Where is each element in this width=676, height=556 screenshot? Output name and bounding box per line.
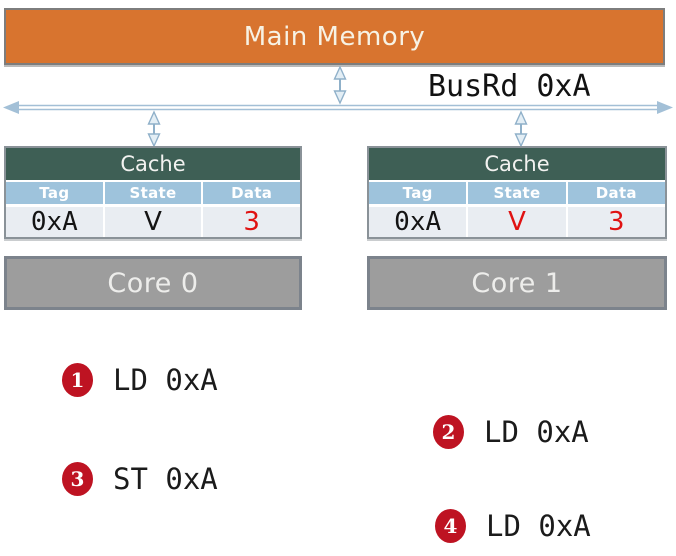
cache1-bus-connector-arrow (514, 110, 528, 148)
operation-4: 4 LD 0xA (435, 509, 591, 543)
cache1-state-value: V (466, 207, 565, 237)
operation-2: 2 LD 0xA (433, 415, 589, 449)
cache0-data-value: 3 (201, 207, 300, 237)
main-memory-label: Main Memory (243, 21, 426, 52)
bus-arrows-layer (3, 65, 673, 148)
operation-4-label: LD 0xA (486, 509, 591, 543)
cache0-title: Cache (6, 148, 300, 182)
cache0-bus-connector-arrow (147, 110, 161, 148)
operation-3-label: ST 0xA (113, 462, 218, 496)
cache1-entry-row: 0xA V 3 (369, 207, 665, 237)
operation-2-label: LD 0xA (484, 415, 589, 449)
cache0-table: Cache Tag State Data 0xA V 3 (4, 146, 302, 239)
cache1-col-state: State (466, 182, 565, 204)
cache0-entry-row: 0xA V 3 (6, 207, 300, 237)
memory-bus-connector-arrow (333, 65, 347, 105)
bus-arrow (3, 101, 673, 114)
cache1-title: Cache (369, 148, 665, 182)
operation-3-number-badge: 3 (62, 462, 93, 496)
cache0-col-data: Data (201, 182, 300, 204)
core1-box: Core 1 (367, 256, 667, 310)
operation-1-label: LD 0xA (113, 363, 218, 397)
main-memory-box: Main Memory (4, 8, 665, 65)
operation-3: 3 ST 0xA (62, 462, 218, 496)
cache1-col-tag: Tag (402, 184, 433, 202)
cache0-col-state: State (102, 182, 202, 204)
core0-label: Core 0 (107, 267, 199, 299)
operation-1-number-badge: 1 (62, 363, 93, 397)
operation-2-number-badge: 2 (433, 415, 464, 449)
bus-arrowhead-right (657, 101, 673, 114)
cache1-column-headers: Tag State Data (369, 182, 665, 207)
operation-4-number-badge: 4 (435, 509, 466, 543)
cache1-table: Cache Tag State Data 0xA V 3 (367, 146, 667, 239)
cache0-state-value: V (102, 207, 202, 237)
cache0-col-tag: Tag (39, 184, 70, 202)
operation-1: 1 LD 0xA (62, 363, 218, 397)
core0-box: Core 0 (4, 256, 302, 310)
core1-label: Core 1 (471, 267, 563, 299)
cache1-col-data: Data (565, 182, 665, 204)
cache1-data-value: 3 (565, 207, 665, 237)
cache0-tag-value: 0xA (30, 207, 78, 237)
cache1-tag-value: 0xA (394, 207, 442, 237)
cache0-column-headers: Tag State Data (6, 182, 300, 207)
bus-arrowhead-left (3, 101, 19, 114)
bus-transaction-label: BusRd 0xA (428, 69, 591, 104)
